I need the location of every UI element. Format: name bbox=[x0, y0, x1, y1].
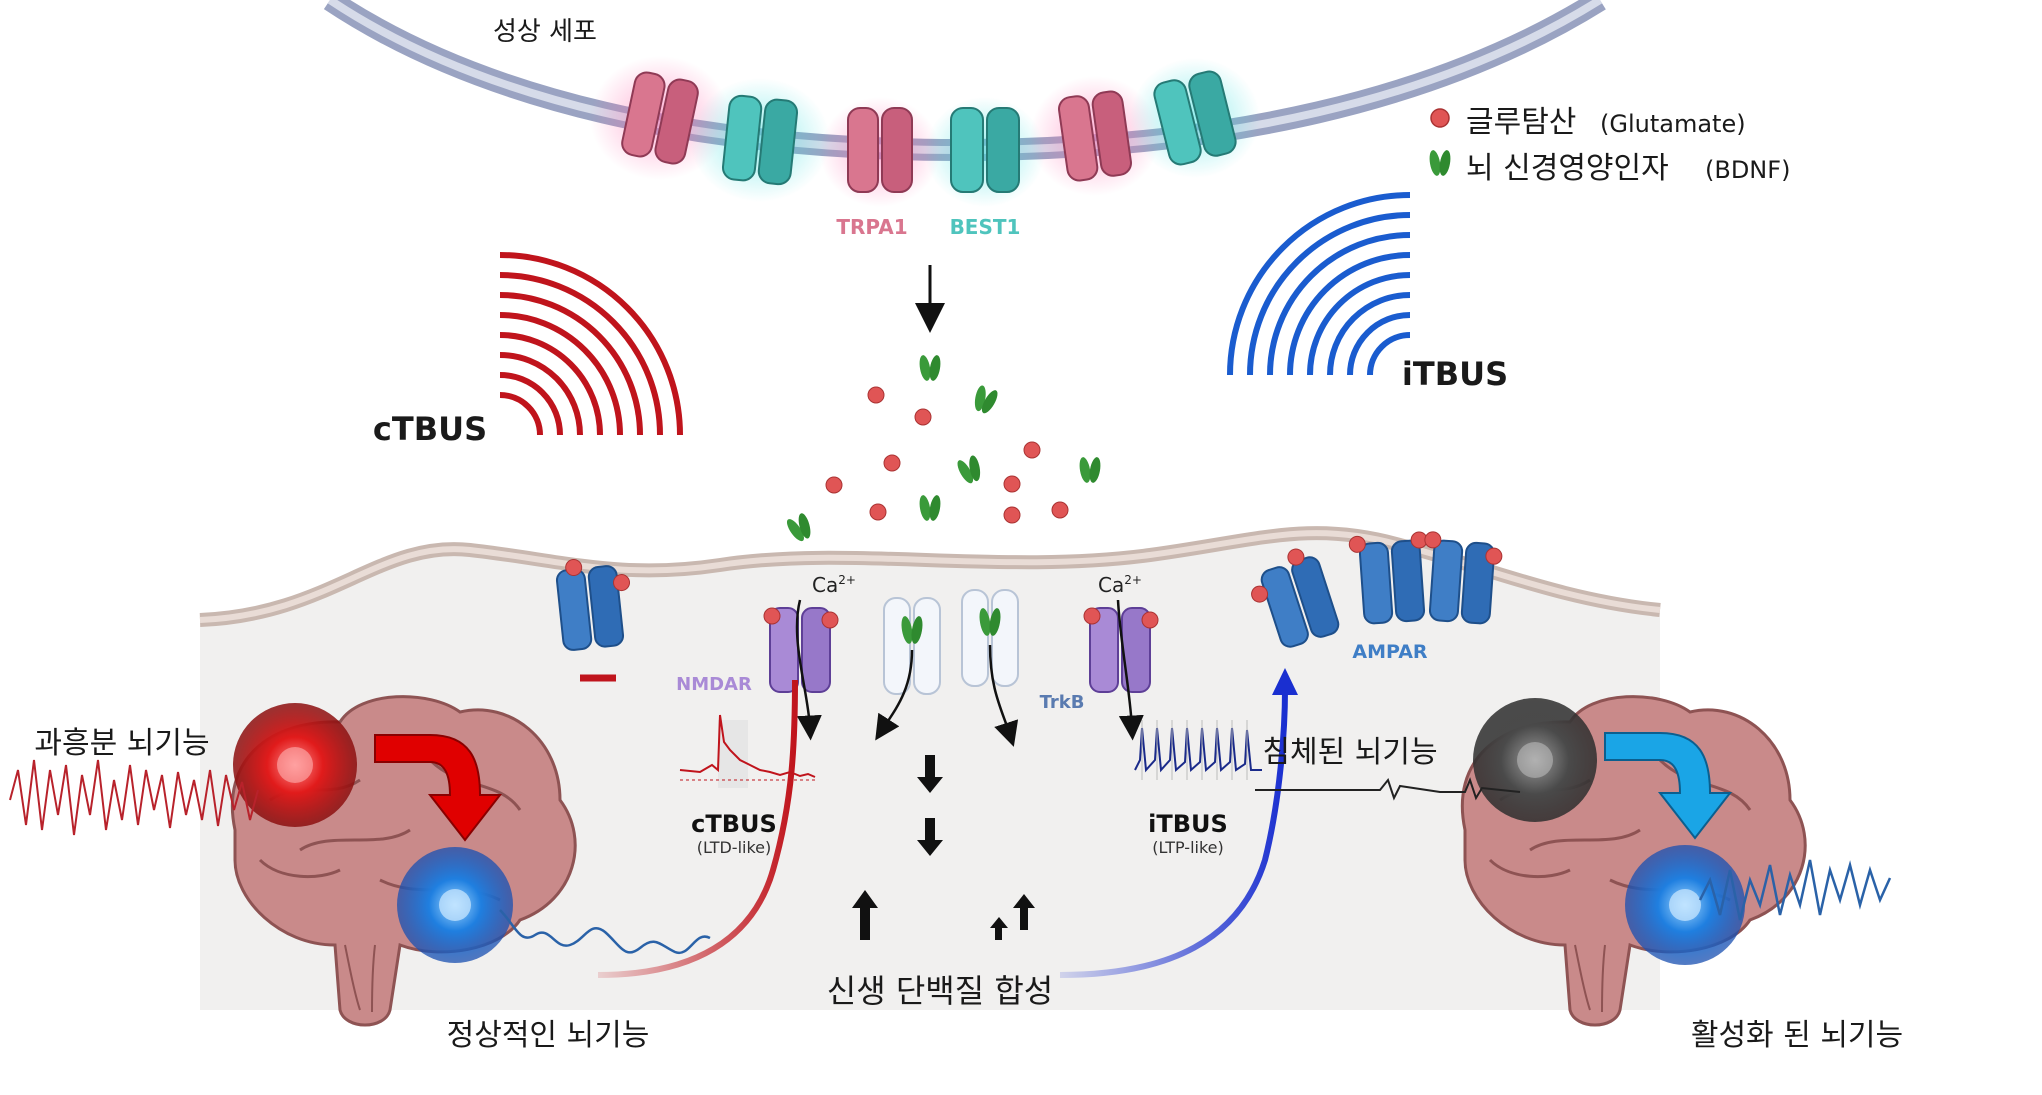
trpa1-label: TRPA1 bbox=[836, 215, 907, 239]
trpa1-channel bbox=[1058, 90, 1132, 182]
ampar-receptor-right-1 bbox=[1251, 548, 1340, 648]
best1-label: BEST1 bbox=[950, 215, 1021, 239]
calcium-influx-arrow-left bbox=[795, 599, 822, 741]
ampar-label: AMPAR bbox=[1352, 641, 1427, 663]
left-bottom-label: 정상적인 뇌기능 bbox=[447, 1018, 650, 1053]
bdnf-molecule bbox=[919, 355, 941, 381]
ctbus-trace-title: cTBUS bbox=[691, 810, 777, 838]
glutamate-molecule bbox=[1051, 501, 1069, 519]
legend-glutamate-eng: (Glutamate) bbox=[1600, 110, 1746, 138]
glutamate-molecule bbox=[1003, 475, 1021, 493]
depressed-wave bbox=[1255, 777, 1521, 801]
trkb-signal-arrow-1 bbox=[875, 649, 914, 741]
trkb-receptor-2 bbox=[961, 589, 1019, 687]
ampar-receptor-left bbox=[555, 558, 631, 651]
itbus-label: iTBUS bbox=[1402, 355, 1508, 393]
normal-wave bbox=[499, 909, 711, 955]
bdnf-molecule bbox=[957, 455, 981, 484]
calcium-label-right: Ca2+ bbox=[1098, 573, 1142, 597]
trpa1-channel bbox=[621, 71, 699, 165]
bdnf-molecule bbox=[919, 495, 941, 521]
ctbus-trace bbox=[679, 714, 816, 788]
glutamate-molecule bbox=[867, 386, 885, 404]
left-top-label: 과흥분 뇌기능 bbox=[34, 726, 209, 761]
down-arrow bbox=[917, 755, 943, 793]
glutamate-molecule bbox=[914, 408, 932, 426]
best1-channel bbox=[1153, 70, 1237, 166]
protein-synthesis-label: 신생 단백질 합성 bbox=[827, 972, 1053, 1010]
astrocyte-channels bbox=[590, 56, 1260, 207]
ltp-arrowhead bbox=[1272, 668, 1298, 695]
hyper-to-normal-arrow bbox=[374, 734, 503, 842]
up-arrow bbox=[1013, 894, 1035, 930]
ampar-receptor-right-3 bbox=[1424, 531, 1503, 625]
bdnf-legend-icon bbox=[1429, 150, 1451, 176]
up-arrow bbox=[990, 917, 1008, 940]
nmdar-receptor-left bbox=[763, 607, 839, 693]
ctbus-label: cTBUS bbox=[373, 410, 487, 448]
hyperexcited-wave bbox=[9, 759, 259, 836]
right-bottom-label: 활성화 된 뇌기능 bbox=[1691, 1018, 1903, 1053]
ltp-pathway-line bbox=[1059, 689, 1288, 978]
depressed-to-active-arrow bbox=[1604, 732, 1733, 840]
down-arrow bbox=[917, 818, 943, 856]
legend: 글루탐산 (Glutamate) 뇌 신경영양인자 (BDNF) bbox=[1429, 105, 1790, 186]
best1-channel bbox=[950, 107, 1020, 193]
itbus-trace bbox=[1134, 720, 1262, 780]
ctbus-waves bbox=[499, 252, 683, 436]
released-molecules bbox=[786, 355, 1101, 542]
legend-glutamate-kor: 글루탐산 bbox=[1466, 105, 1576, 140]
glutamate-molecule bbox=[869, 503, 887, 521]
astrocyte-label: 성상 세포 bbox=[493, 17, 597, 47]
ampar-receptor-right-2 bbox=[1348, 531, 1428, 625]
glutamate-molecule bbox=[883, 454, 901, 472]
ctbus-trace-subtitle: (LTD-like) bbox=[697, 838, 772, 857]
glutamate-molecule bbox=[1023, 441, 1041, 459]
signal-arrows bbox=[852, 755, 1035, 940]
glutamate-legend-icon bbox=[1430, 108, 1450, 128]
bdnf-molecule bbox=[1079, 457, 1101, 483]
trkb-label: TrkB bbox=[1040, 692, 1085, 713]
up-arrow bbox=[852, 890, 878, 940]
nmdar-label: NMDAR bbox=[676, 674, 752, 695]
legend-bdnf-eng: (BDNF) bbox=[1705, 156, 1790, 184]
calcium-influx-arrow-right bbox=[1116, 599, 1144, 741]
right-top-label: 침체된 뇌기능 bbox=[1262, 735, 1437, 770]
bdnf-molecule bbox=[974, 385, 998, 414]
trpa1-channel bbox=[847, 107, 913, 193]
itbus-trace-subtitle: (LTP-like) bbox=[1152, 838, 1223, 857]
activated-wave bbox=[1698, 859, 1892, 921]
nmdar-receptor-right bbox=[1083, 607, 1159, 693]
glutamate-molecule bbox=[1003, 506, 1021, 524]
calcium-label-left: Ca2+ bbox=[812, 573, 856, 597]
trkb-receptor-1 bbox=[883, 597, 941, 695]
ltd-pathway-line bbox=[597, 679, 798, 978]
bdnf-molecule bbox=[786, 513, 811, 542]
glutamate-molecule bbox=[825, 476, 843, 494]
trkb-signal-arrow-2 bbox=[988, 644, 1019, 747]
itbus-waves bbox=[1227, 192, 1411, 376]
itbus-trace-title: iTBUS bbox=[1148, 810, 1228, 838]
legend-bdnf-kor: 뇌 신경영양인자 bbox=[1466, 151, 1669, 186]
best1-channel bbox=[721, 94, 799, 186]
